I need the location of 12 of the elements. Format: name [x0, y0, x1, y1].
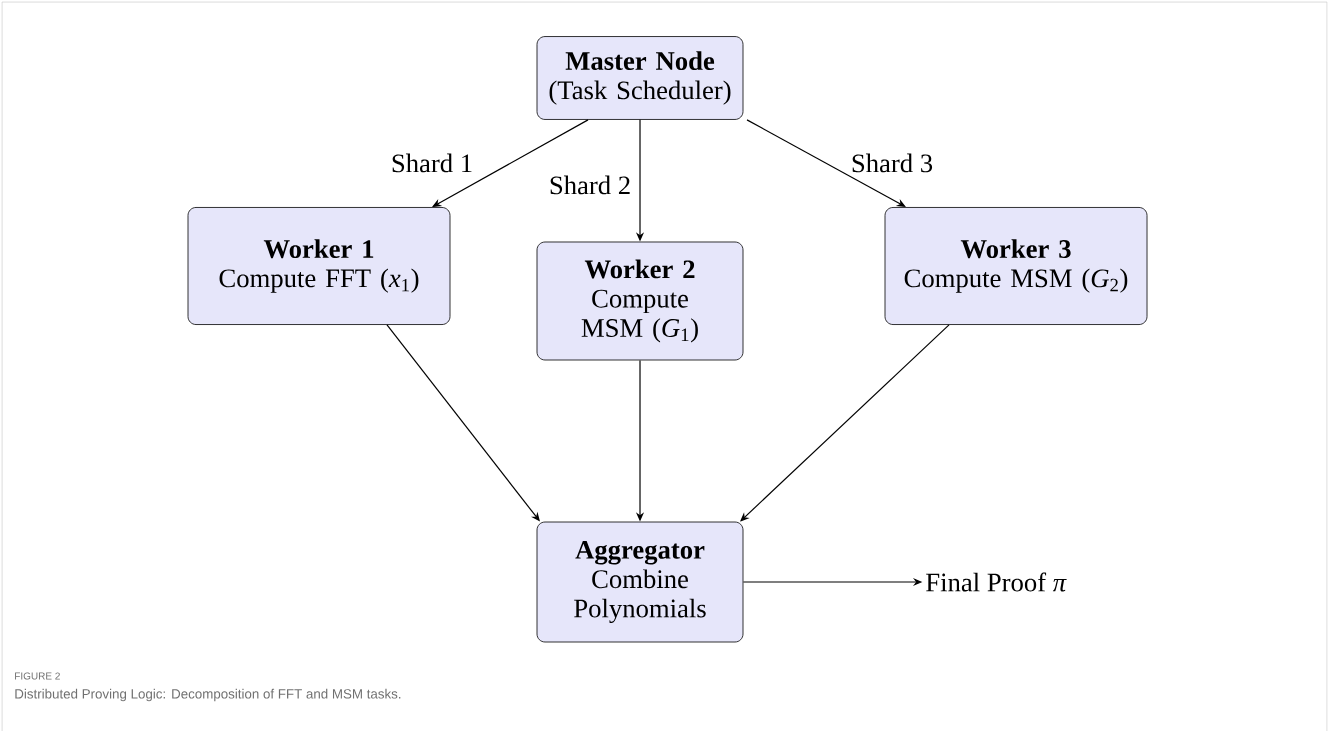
process-box: Worker 1 Compute FFT (x$_{1}$) [187, 207, 451, 325]
process-box: Master Node (Task Scheduler) [536, 36, 744, 120]
process-box: Aggregator Combine Polynomials [536, 521, 744, 643]
arrow [740, 324, 950, 522]
process-box: Worker 2 Compute MSM (G$_{1}$) [536, 241, 744, 361]
edge-label: Shard 3 [849, 152, 935, 174]
process-box: Worker 3 Compute MSM (G$_{2}$) [884, 207, 1148, 325]
figure-number: FIGURE 2 [15, 672, 60, 680]
output-text: Final Proof π [926, 572, 1067, 592]
edge-label: Shard 2 [547, 174, 633, 196]
caption: Distributed Proving Logic: Decomposition of FFT and MSM tasks. [15, 688, 401, 702]
edge-label: Shard 1 [389, 152, 475, 174]
